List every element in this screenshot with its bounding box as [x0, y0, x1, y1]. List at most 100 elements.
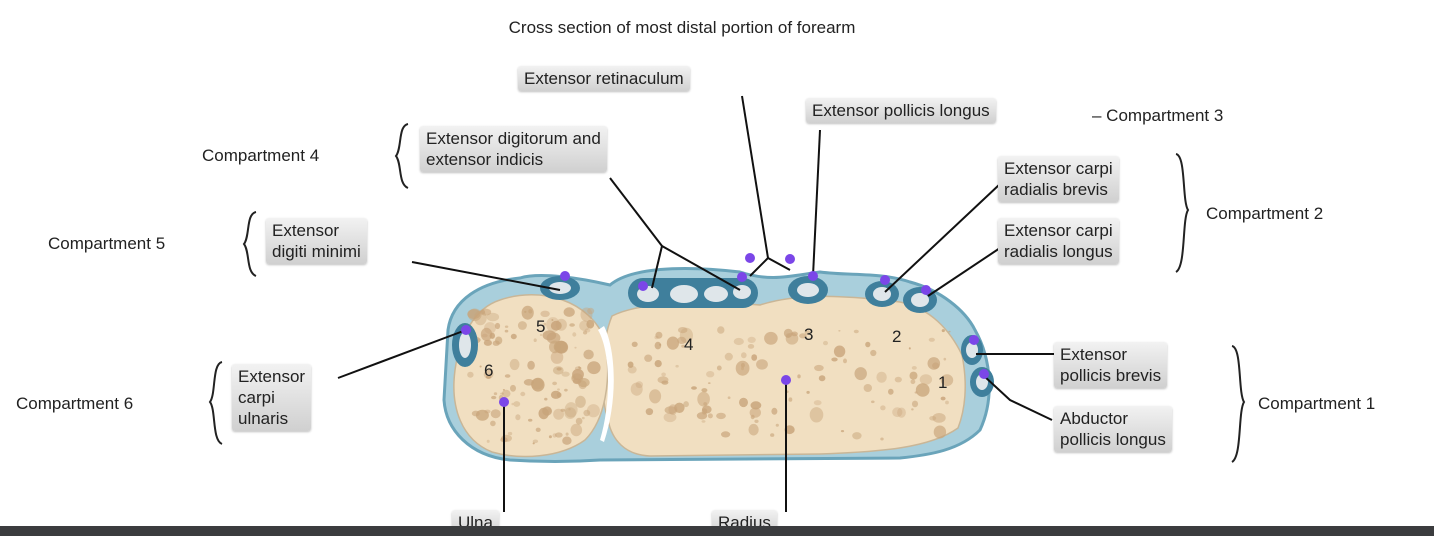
bone-speckle	[565, 402, 578, 417]
bone-speckle	[749, 424, 759, 436]
bottom-bar	[0, 526, 1434, 536]
bone-speckle	[632, 342, 638, 347]
bone-speckle	[823, 341, 828, 345]
label-extensor-pollicis-longus: Extensor pollicis longus	[806, 98, 996, 123]
bone-speckle	[508, 432, 512, 435]
bone-speckle	[510, 385, 516, 392]
label-compartment-3: – Compartment 3	[1092, 106, 1223, 126]
bone-speckle	[494, 392, 497, 395]
bone-number-6: 6	[484, 361, 493, 380]
label-compartment-6: Compartment 6	[16, 394, 133, 414]
label-text-line-1: Extensor carpi	[1004, 220, 1113, 241]
bone-speckle	[865, 342, 870, 348]
pin-epl	[808, 271, 818, 281]
bone-speckle	[942, 329, 945, 332]
bone-speckle	[586, 320, 594, 329]
bone-speckle	[941, 397, 946, 401]
bone-speckle	[814, 400, 822, 405]
bone-speckle	[934, 426, 946, 439]
label-text-line-1: Extensor	[272, 220, 361, 241]
bone-speckle	[751, 354, 757, 361]
bone-speckle	[574, 347, 576, 349]
label-text-line-1: Extensor carpi	[1004, 158, 1113, 179]
pin-epb	[969, 335, 979, 345]
bone-speckle	[948, 331, 950, 333]
label-compartment-4: Compartment 4	[202, 146, 319, 166]
bone-speckle	[644, 355, 652, 362]
bone-speckle	[528, 419, 532, 422]
bone-speckle	[895, 377, 902, 383]
bone-number-3: 3	[804, 325, 813, 344]
bone-speckle	[510, 359, 520, 370]
bone-speckle	[771, 408, 777, 415]
bone-number-4: 4	[684, 335, 693, 354]
label-abductor-pollicis-longus: Abductor pollicis longus	[1054, 406, 1172, 452]
label-text-line-2: pollicis longus	[1060, 429, 1166, 450]
bone-speckle	[831, 358, 837, 362]
bone-speckle	[654, 336, 658, 339]
bone-speckle	[728, 396, 731, 399]
bone-speckle	[484, 410, 490, 414]
bone-speckle	[533, 440, 538, 444]
bone-speckle	[583, 350, 593, 360]
pin-ext-digitorum-a	[638, 281, 648, 291]
bone-speckle	[564, 389, 568, 392]
leader-epl	[813, 130, 820, 276]
bone-speckle	[505, 326, 508, 328]
bone-speckle	[546, 317, 560, 332]
bone-speckle	[764, 332, 778, 345]
brace-compartment-1	[1232, 346, 1244, 462]
label-text-line-1: Extensor	[238, 366, 305, 387]
bone-speckle	[736, 361, 750, 376]
bone-speckle	[770, 433, 774, 437]
bone-speckle	[561, 409, 566, 412]
label-text-line-1: Extensor digitorum and	[426, 128, 601, 149]
bone-speckle	[575, 396, 586, 408]
bone-speckle	[505, 330, 509, 333]
bone-speckle	[708, 382, 711, 384]
bone-speckle	[500, 393, 504, 395]
bone-speckle	[911, 380, 916, 385]
brace-compartment-4	[396, 124, 408, 188]
bone-speckle	[855, 367, 867, 380]
leader-ecrb	[885, 184, 1000, 292]
bone-speckle	[668, 404, 677, 415]
bone-speckle	[573, 378, 581, 384]
bone-speckle	[789, 397, 793, 401]
bone-speckle	[725, 353, 733, 361]
bone-speckle	[524, 311, 526, 313]
bone-speckle	[814, 365, 824, 371]
bone-speckle	[838, 330, 840, 332]
label-compartment-2: Compartment 2	[1206, 204, 1323, 224]
bone-speckle	[549, 435, 552, 438]
bone-speckle	[870, 350, 876, 356]
bone-speckle	[487, 313, 500, 322]
bone-speckle	[542, 406, 552, 415]
bone-speckle	[490, 421, 496, 427]
bone-number-5: 5	[536, 317, 545, 336]
bone-speckle	[515, 414, 520, 420]
pin-retinaculum-b	[785, 254, 795, 264]
bone-speckle	[912, 401, 918, 408]
label-text-line-2: radialis brevis	[1004, 179, 1113, 200]
bone-speckle	[739, 398, 748, 407]
bone-speckle	[585, 328, 591, 332]
bone-speckle	[834, 346, 845, 358]
pin-ecrl	[921, 285, 931, 295]
pin-ecrb	[880, 275, 890, 285]
bone-speckle	[490, 333, 495, 339]
bone-speckle	[702, 420, 706, 423]
bone-speckle	[493, 341, 500, 346]
bone-speckle	[810, 407, 824, 422]
leader-apl	[984, 376, 1052, 420]
label-compartment-5: Compartment 5	[48, 234, 165, 254]
bone-speckle	[910, 372, 918, 380]
bone-speckle	[505, 374, 511, 378]
bone-speckle	[748, 337, 756, 343]
bone-speckle	[562, 437, 571, 445]
bone-speckle	[587, 404, 600, 417]
bone-speckle	[564, 307, 575, 317]
bone-speckle	[527, 361, 535, 370]
